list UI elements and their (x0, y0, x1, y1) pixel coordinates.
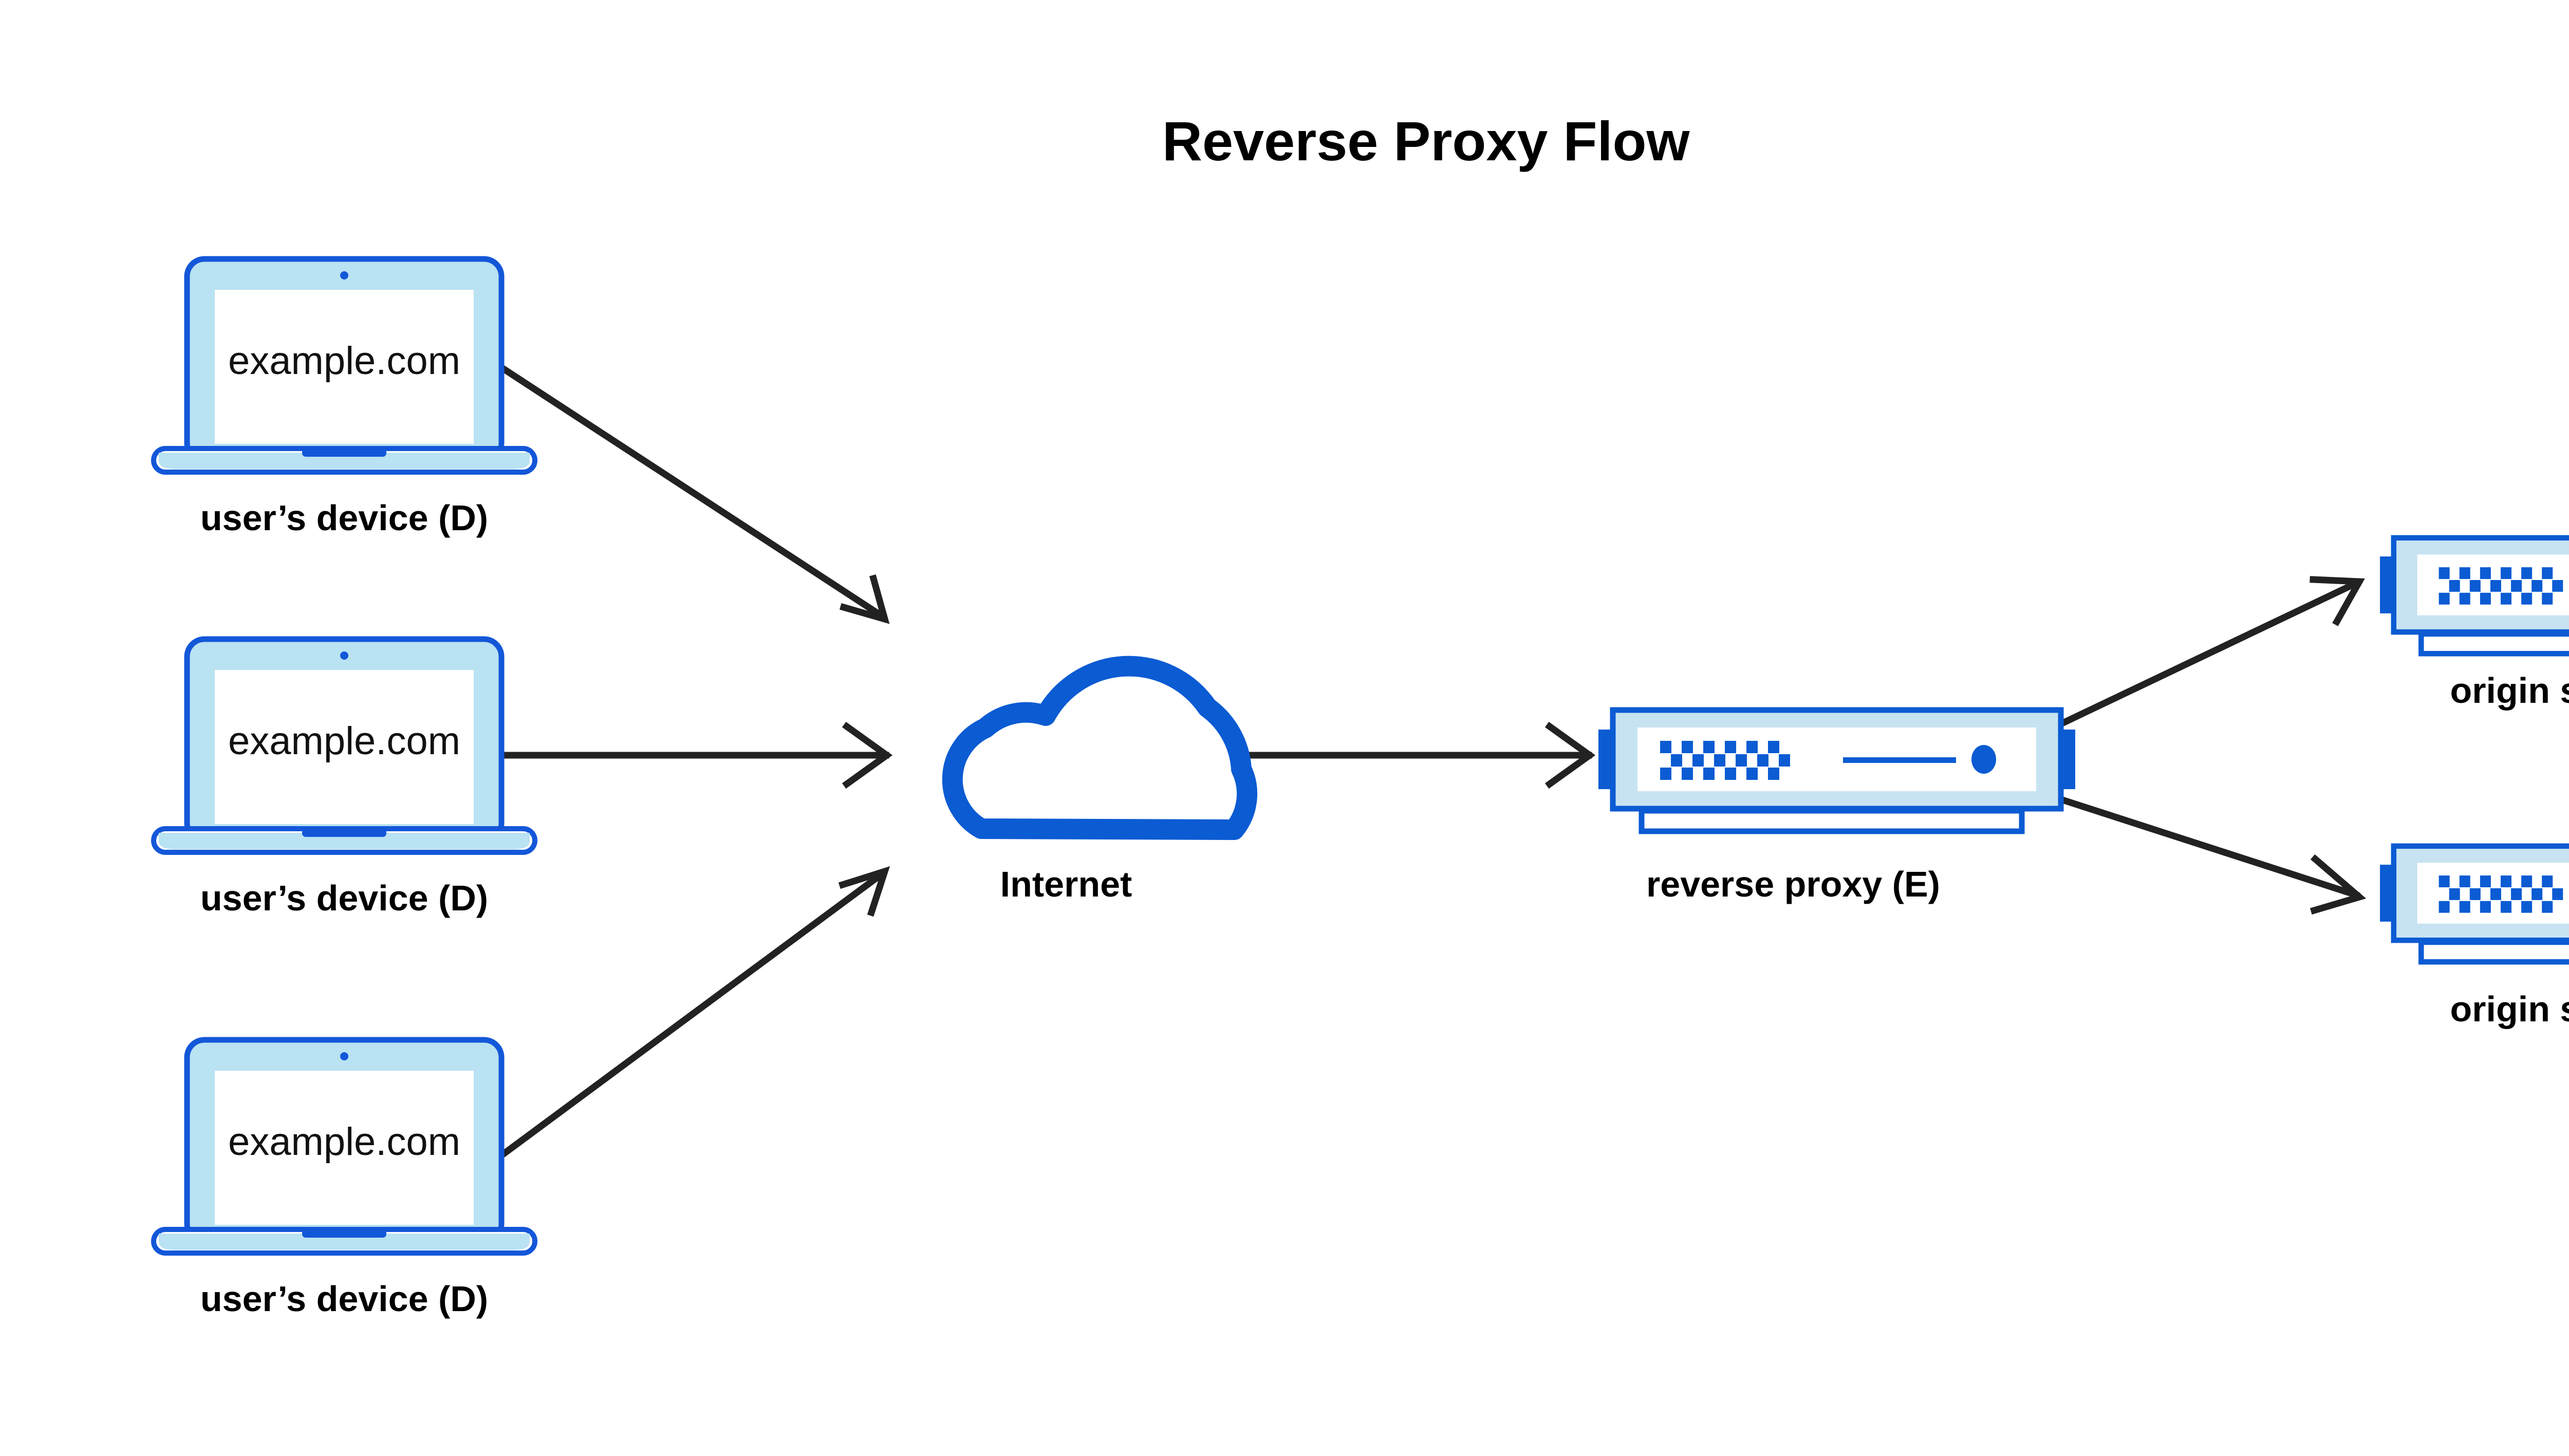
laptop-base-icon (154, 449, 535, 472)
origin-server-label: origin server (F) (2450, 989, 2569, 1029)
client-device-3[interactable]: example.com user’s device (D) (154, 1040, 535, 1319)
internet-cloud[interactable]: Internet (953, 666, 1247, 904)
origin-server-1[interactable]: origin server (F) (2380, 538, 2569, 711)
origin-server-2[interactable]: origin server (F) (2380, 846, 2569, 1029)
origin-server-label: origin server (F) (2450, 670, 2569, 711)
client-device-2[interactable]: example.com user’s device (D) (154, 639, 535, 918)
connections-layer (497, 364, 2367, 1159)
cloud-icon (953, 666, 1247, 830)
conn-client3-cloud (498, 866, 890, 1159)
screen-url-text: example.com (228, 719, 460, 763)
server-icon (1598, 710, 2075, 831)
server-icon (2380, 538, 2569, 654)
reverse-proxy-node[interactable]: reverse proxy (E) (1598, 710, 2075, 904)
reverse-proxy-label: reverse proxy (E) (1646, 864, 1940, 904)
screen-url-text: example.com (228, 339, 460, 383)
internet-label: Internet (1000, 864, 1132, 904)
client-device-1[interactable]: example.com user’s device (D) (154, 259, 535, 538)
page-title: Reverse Proxy Flow (1162, 110, 1690, 172)
screen-url-text: example.com (228, 1120, 460, 1164)
laptop-base-icon (154, 1229, 535, 1253)
server-icon (2380, 846, 2569, 962)
conn-cloud-proxy (1227, 721, 1596, 789)
laptop-base-icon (154, 829, 535, 852)
client-device-label: user’s device (D) (200, 1279, 488, 1319)
conn-client1-cloud (499, 364, 890, 624)
conn-client2-cloud (497, 721, 893, 789)
client-device-label: user’s device (D) (200, 498, 488, 538)
client-device-label: user’s device (D) (200, 878, 488, 918)
